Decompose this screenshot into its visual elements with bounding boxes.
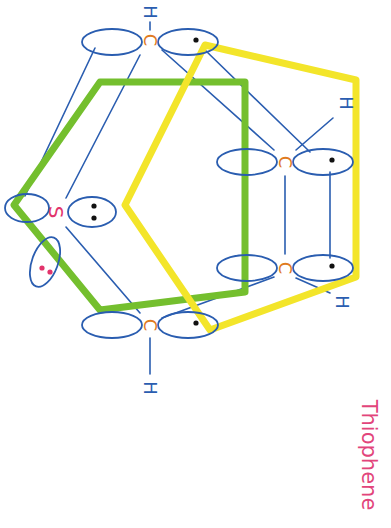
carbon-atom: C: [141, 34, 159, 47]
electron-dots: [91, 37, 334, 325]
hydrogen-atom: H: [337, 96, 355, 110]
carbon-atom: C: [141, 319, 159, 332]
sulfur-atom: S: [46, 206, 66, 219]
hydrogen-atom: H: [333, 295, 351, 309]
yellow-pentagon: [125, 45, 356, 330]
molecule-name: Thiophene: [358, 400, 379, 511]
hydrogen-atom: H: [141, 381, 159, 395]
carbon-atom: C: [276, 262, 294, 275]
hydrogen-atom: H: [141, 5, 159, 19]
bond-lines: [25, 22, 333, 374]
carbon-atom: C: [276, 156, 294, 169]
lone-pair-dots: [39, 265, 52, 274]
p-orbital-lobes: [5, 29, 353, 338]
